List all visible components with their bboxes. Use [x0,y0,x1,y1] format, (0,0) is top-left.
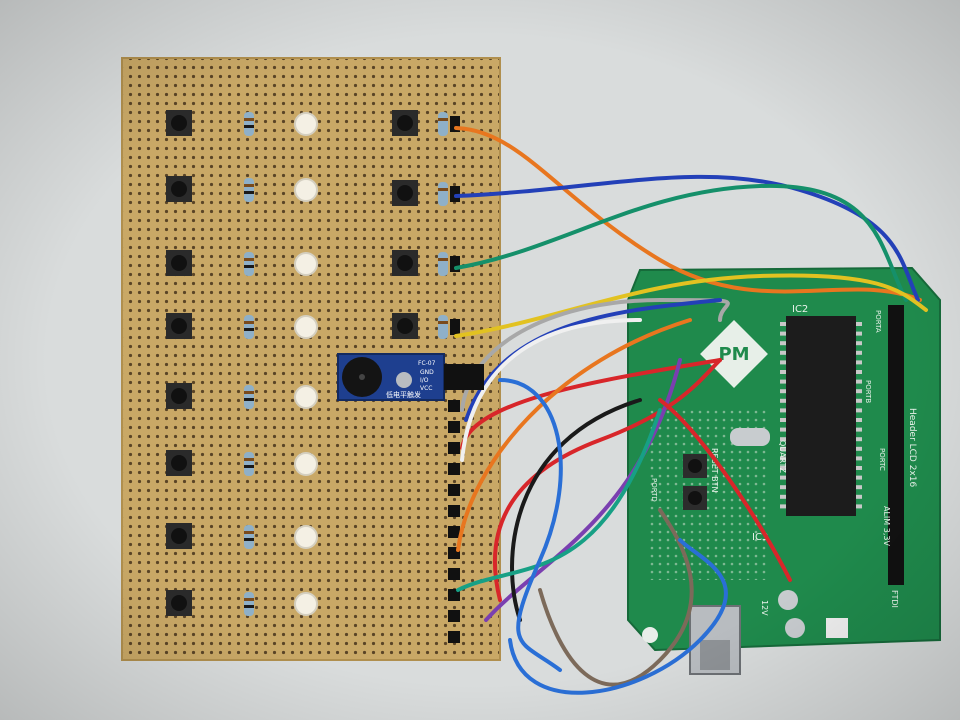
push-button [166,450,192,476]
board-label: PORTC [878,448,886,471]
led [294,112,318,136]
module-header [444,364,484,390]
resistor [244,525,254,549]
buzzer-pin-label: GND [420,369,434,376]
push-button [166,383,192,409]
push-button [392,250,418,276]
push-button [166,313,192,339]
board-logo-text: PM [718,344,749,365]
push-button [392,110,418,136]
microcontroller-chip [786,316,856,516]
resistor [244,178,254,202]
push-button [166,250,192,276]
board-label: ALIM 3,3V [882,506,891,546]
buzzer-pin-label: VCC [420,385,432,392]
board-label: FTDI [890,590,899,608]
buzzer-caption: 低电平触发 [386,390,421,399]
resistor [244,592,254,616]
push-button [166,523,192,549]
led [294,315,318,339]
board-label: QUARTZ [778,440,787,473]
led [294,178,318,202]
board-label: 12V [760,600,769,616]
crystal-oscillator [730,428,770,446]
transistor [396,372,412,388]
push-button [392,180,418,206]
resistor [244,385,254,409]
resistor [244,252,254,276]
resistor [244,452,254,476]
arduino-board: PM IC2 IC3 QUARTZ RESET BTN PORTA PORTB … [627,266,941,675]
led [294,385,318,409]
capacitor [785,618,805,638]
board-label: PORTA [874,310,882,333]
capacitor [778,590,798,610]
buzzer-pin-label: FC-07 [418,360,436,367]
board-label: PORTB [864,380,872,403]
push-button [392,313,418,339]
resistor [438,252,448,276]
board-label: IC2 [792,304,808,315]
buzzer-pin-label: I/O [420,377,429,384]
power-connector [826,618,848,638]
resistor [438,112,448,136]
resistor [244,112,254,136]
lcd-header-label: Header LCD 2x16 [907,408,917,487]
led [294,452,318,476]
push-button [166,590,192,616]
resistor [438,182,448,206]
push-button [166,110,192,136]
board-label: PORTD [650,478,658,502]
led [294,252,318,276]
resistor [438,315,448,339]
push-button [166,176,192,202]
led [294,592,318,616]
resistor [244,315,254,339]
led [294,525,318,549]
